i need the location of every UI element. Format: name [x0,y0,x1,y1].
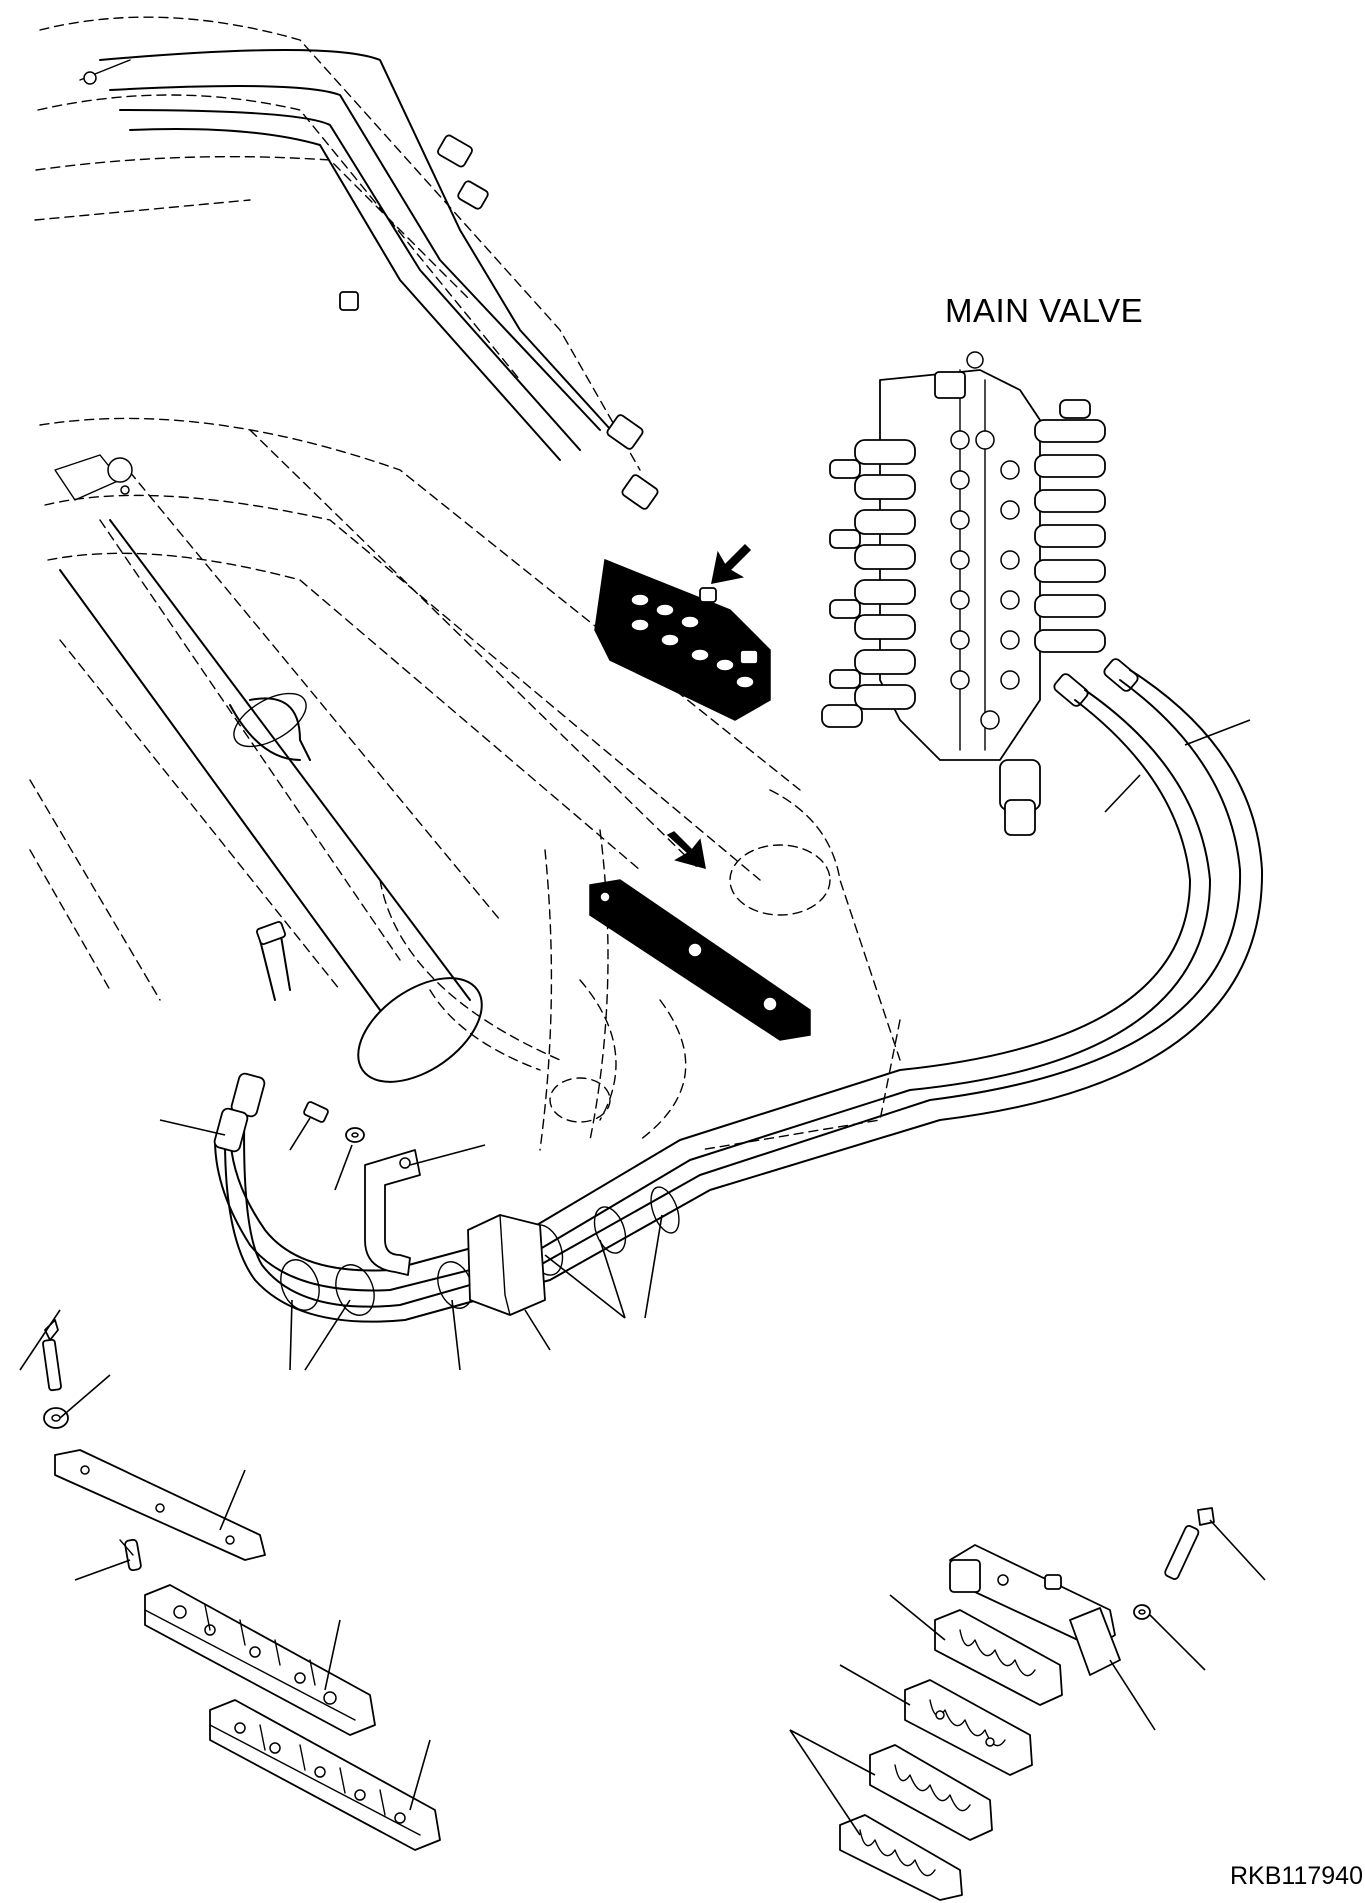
arrow-icons [666,543,752,870]
clamp-block-upper [594,558,771,721]
boom-cylinder [59,519,483,1083]
main-valve [821,351,1139,836]
bracket-assembly [303,1101,421,1276]
hoses [213,669,1264,1323]
main-valve-label: MAIN VALVE [945,292,1144,329]
arrow-icon [711,543,752,584]
valve-ports [950,430,1020,730]
drawing-number: RKB117940 [1230,1862,1363,1890]
upper-arm-pipes [54,49,659,510]
arrow-icon [666,831,706,870]
exploded-parts-right [839,1507,1215,1901]
valve-spools-left [821,439,916,728]
clamp-block-lower [589,879,811,1041]
exploded-parts-left [42,1319,441,1851]
valve-spools-right [1034,399,1106,653]
leader-lines [19,719,1266,1836]
